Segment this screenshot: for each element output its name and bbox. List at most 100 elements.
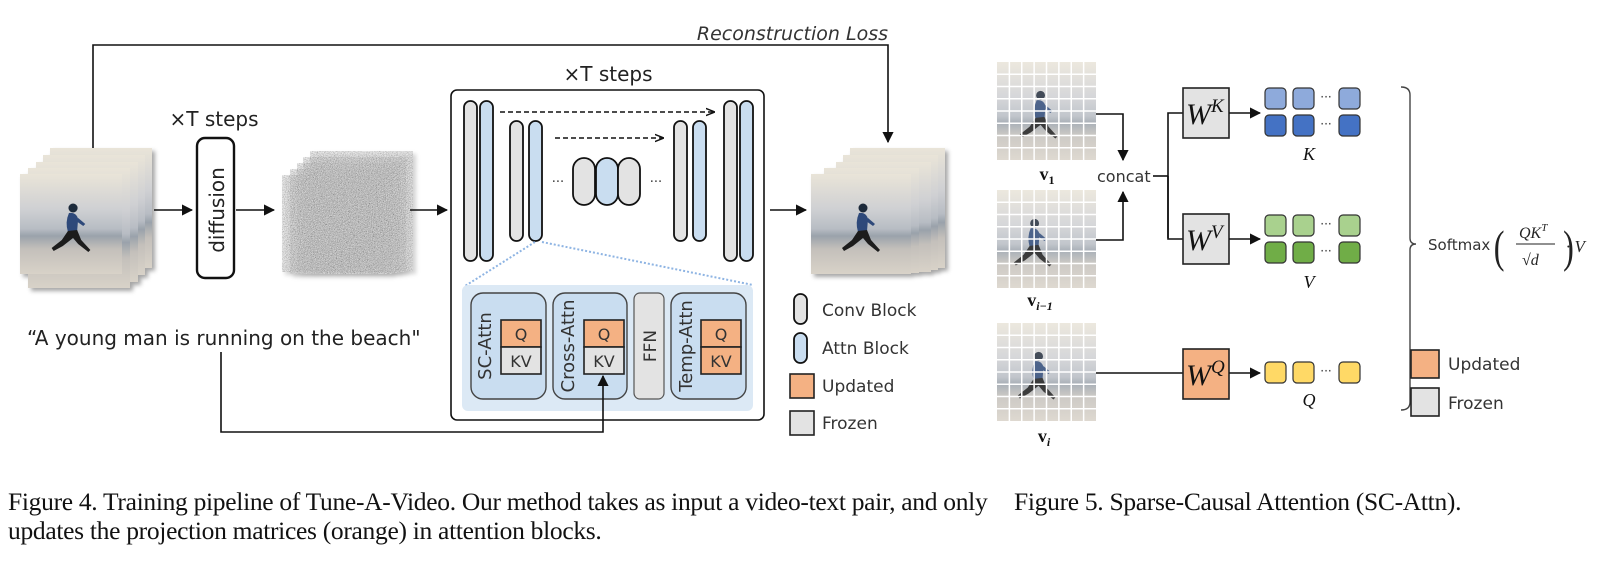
k-token bbox=[1338, 87, 1361, 110]
reconstruction-loss-label: Reconstruction Loss bbox=[697, 23, 888, 45]
k-token bbox=[1338, 114, 1361, 137]
conv-block bbox=[723, 100, 738, 262]
token-ellipsis: ··· bbox=[1320, 117, 1331, 131]
svg-text:KV: KV bbox=[510, 352, 531, 371]
svg-text:): ) bbox=[1563, 221, 1574, 272]
token-ellipsis: ··· bbox=[1320, 90, 1331, 104]
frame-v1 bbox=[997, 62, 1096, 160]
svg-text:· V: · V bbox=[1566, 237, 1588, 256]
zoom-line-left bbox=[464, 241, 536, 287]
svg-text:QKT: QKT bbox=[1519, 222, 1548, 242]
attention-formula: Softmax ( QKT √d ) · V bbox=[1428, 221, 1588, 272]
k-label: K bbox=[1302, 144, 1316, 164]
v1-to-concat-arrow bbox=[1096, 113, 1129, 162]
svg-text:KV: KV bbox=[710, 352, 731, 371]
concat-to-wk bbox=[1167, 112, 1183, 238]
kv-frozen bbox=[500, 346, 542, 375]
svg-text:SC-Attn: SC-Attn bbox=[475, 312, 496, 380]
legend-updated-swatch bbox=[1410, 349, 1440, 379]
token-ellipsis: ··· bbox=[1320, 217, 1331, 231]
svg-text:Q: Q bbox=[598, 325, 611, 344]
legend-conv-swatch bbox=[793, 293, 808, 325]
frame-label-v-prev: vi−1 bbox=[1027, 290, 1053, 313]
svg-text:Updated: Updated bbox=[822, 377, 894, 397]
block-cross-attn: Cross-Attn Q KV bbox=[552, 292, 628, 400]
svg-text:Conv Block: Conv Block bbox=[822, 301, 917, 321]
text-prompt: “A young man is running on the beach" bbox=[27, 326, 421, 350]
v-token bbox=[1292, 214, 1315, 237]
frame-v-prev bbox=[997, 190, 1096, 288]
v-token bbox=[1264, 241, 1287, 264]
legend-fig5: Updated Frozen bbox=[1410, 349, 1520, 417]
svg-text:WQ: WQ bbox=[1186, 357, 1225, 392]
attn-block bbox=[595, 157, 619, 206]
output-video-frames bbox=[811, 148, 945, 274]
weight-wv: WV bbox=[1182, 213, 1230, 265]
attn-block bbox=[479, 100, 494, 262]
svg-text:Attn Block: Attn Block bbox=[822, 339, 909, 359]
legend-fig4: Conv Block Attn Block Updated Frozen bbox=[789, 293, 917, 436]
conv-block bbox=[673, 120, 688, 242]
weight-wq: WQ bbox=[1182, 348, 1230, 400]
conv-block bbox=[572, 157, 596, 206]
ellipsis-left: ··· bbox=[552, 175, 564, 190]
q-updated bbox=[500, 319, 542, 348]
svg-text:Frozen: Frozen bbox=[1448, 394, 1504, 414]
kv-updated bbox=[700, 346, 742, 375]
legend-frozen-swatch bbox=[789, 410, 815, 436]
v-token bbox=[1338, 241, 1361, 264]
unet-steps-label: ×T steps bbox=[563, 62, 652, 86]
attn-block bbox=[692, 120, 707, 242]
v-label: V bbox=[1304, 272, 1317, 292]
svg-text:(: ( bbox=[1494, 221, 1505, 272]
legend-attn-swatch bbox=[793, 332, 808, 364]
v-token bbox=[1338, 214, 1361, 237]
conv-block bbox=[509, 120, 524, 242]
v-token bbox=[1264, 214, 1287, 237]
frame-label-vi: vi bbox=[1038, 426, 1051, 449]
svg-text:FFN: FFN bbox=[641, 330, 661, 362]
conv-block bbox=[617, 157, 641, 206]
svg-text:Updated: Updated bbox=[1448, 355, 1520, 375]
svg-text:Cross-Attn: Cross-Attn bbox=[558, 300, 579, 393]
figure-4: Reconstruction Loss ×T steps diffusion ×… bbox=[20, 23, 945, 436]
figure-4-caption: Figure 4. Training pipeline of Tune-A-Vi… bbox=[8, 487, 988, 545]
diffusion-label: diffusion bbox=[205, 167, 229, 253]
legend-frozen-swatch bbox=[1410, 387, 1440, 417]
q-label: Q bbox=[1303, 390, 1316, 410]
frame-label-v1: v1 bbox=[1040, 164, 1055, 187]
attn-block bbox=[528, 120, 543, 242]
input-video-frames bbox=[20, 148, 152, 288]
k-token bbox=[1264, 114, 1287, 137]
svg-text:Softmax: Softmax bbox=[1428, 236, 1490, 254]
diffusion-box bbox=[195, 136, 236, 280]
prompt-to-cross-attn-arrow bbox=[220, 352, 609, 433]
unet-blocks bbox=[463, 100, 754, 262]
svg-text:Frozen: Frozen bbox=[822, 414, 878, 434]
kv-frozen bbox=[583, 346, 625, 375]
block-sc-attn: SC-Attn Q KV bbox=[470, 292, 547, 400]
k-token bbox=[1264, 87, 1287, 110]
svg-text:Q: Q bbox=[715, 325, 728, 344]
block-ffn: FFN bbox=[633, 292, 665, 400]
diffusion-steps-label: ×T steps bbox=[169, 107, 258, 131]
conv-block bbox=[463, 100, 478, 262]
q-token bbox=[1264, 361, 1287, 384]
svg-text:Temp-Attn: Temp-Attn bbox=[676, 300, 697, 393]
svg-text:WK: WK bbox=[1186, 96, 1225, 131]
svg-text:Q: Q bbox=[515, 325, 528, 344]
svg-text:√d: √d bbox=[1522, 252, 1540, 269]
block-temp-attn: Temp-Attn Q KV bbox=[670, 292, 747, 400]
vprev-to-concat-arrow bbox=[1096, 190, 1129, 241]
concat-to-wv bbox=[1167, 176, 1183, 240]
q-updated bbox=[700, 319, 742, 348]
concat-label: concat bbox=[1097, 167, 1151, 186]
attn-block bbox=[739, 100, 754, 262]
noisy-latents bbox=[282, 151, 413, 274]
token-ellipsis: ··· bbox=[1320, 364, 1331, 378]
ellipsis-right: ··· bbox=[650, 175, 662, 190]
svg-text:WV: WV bbox=[1186, 222, 1225, 257]
q-token bbox=[1292, 361, 1315, 384]
q-token bbox=[1338, 361, 1361, 384]
